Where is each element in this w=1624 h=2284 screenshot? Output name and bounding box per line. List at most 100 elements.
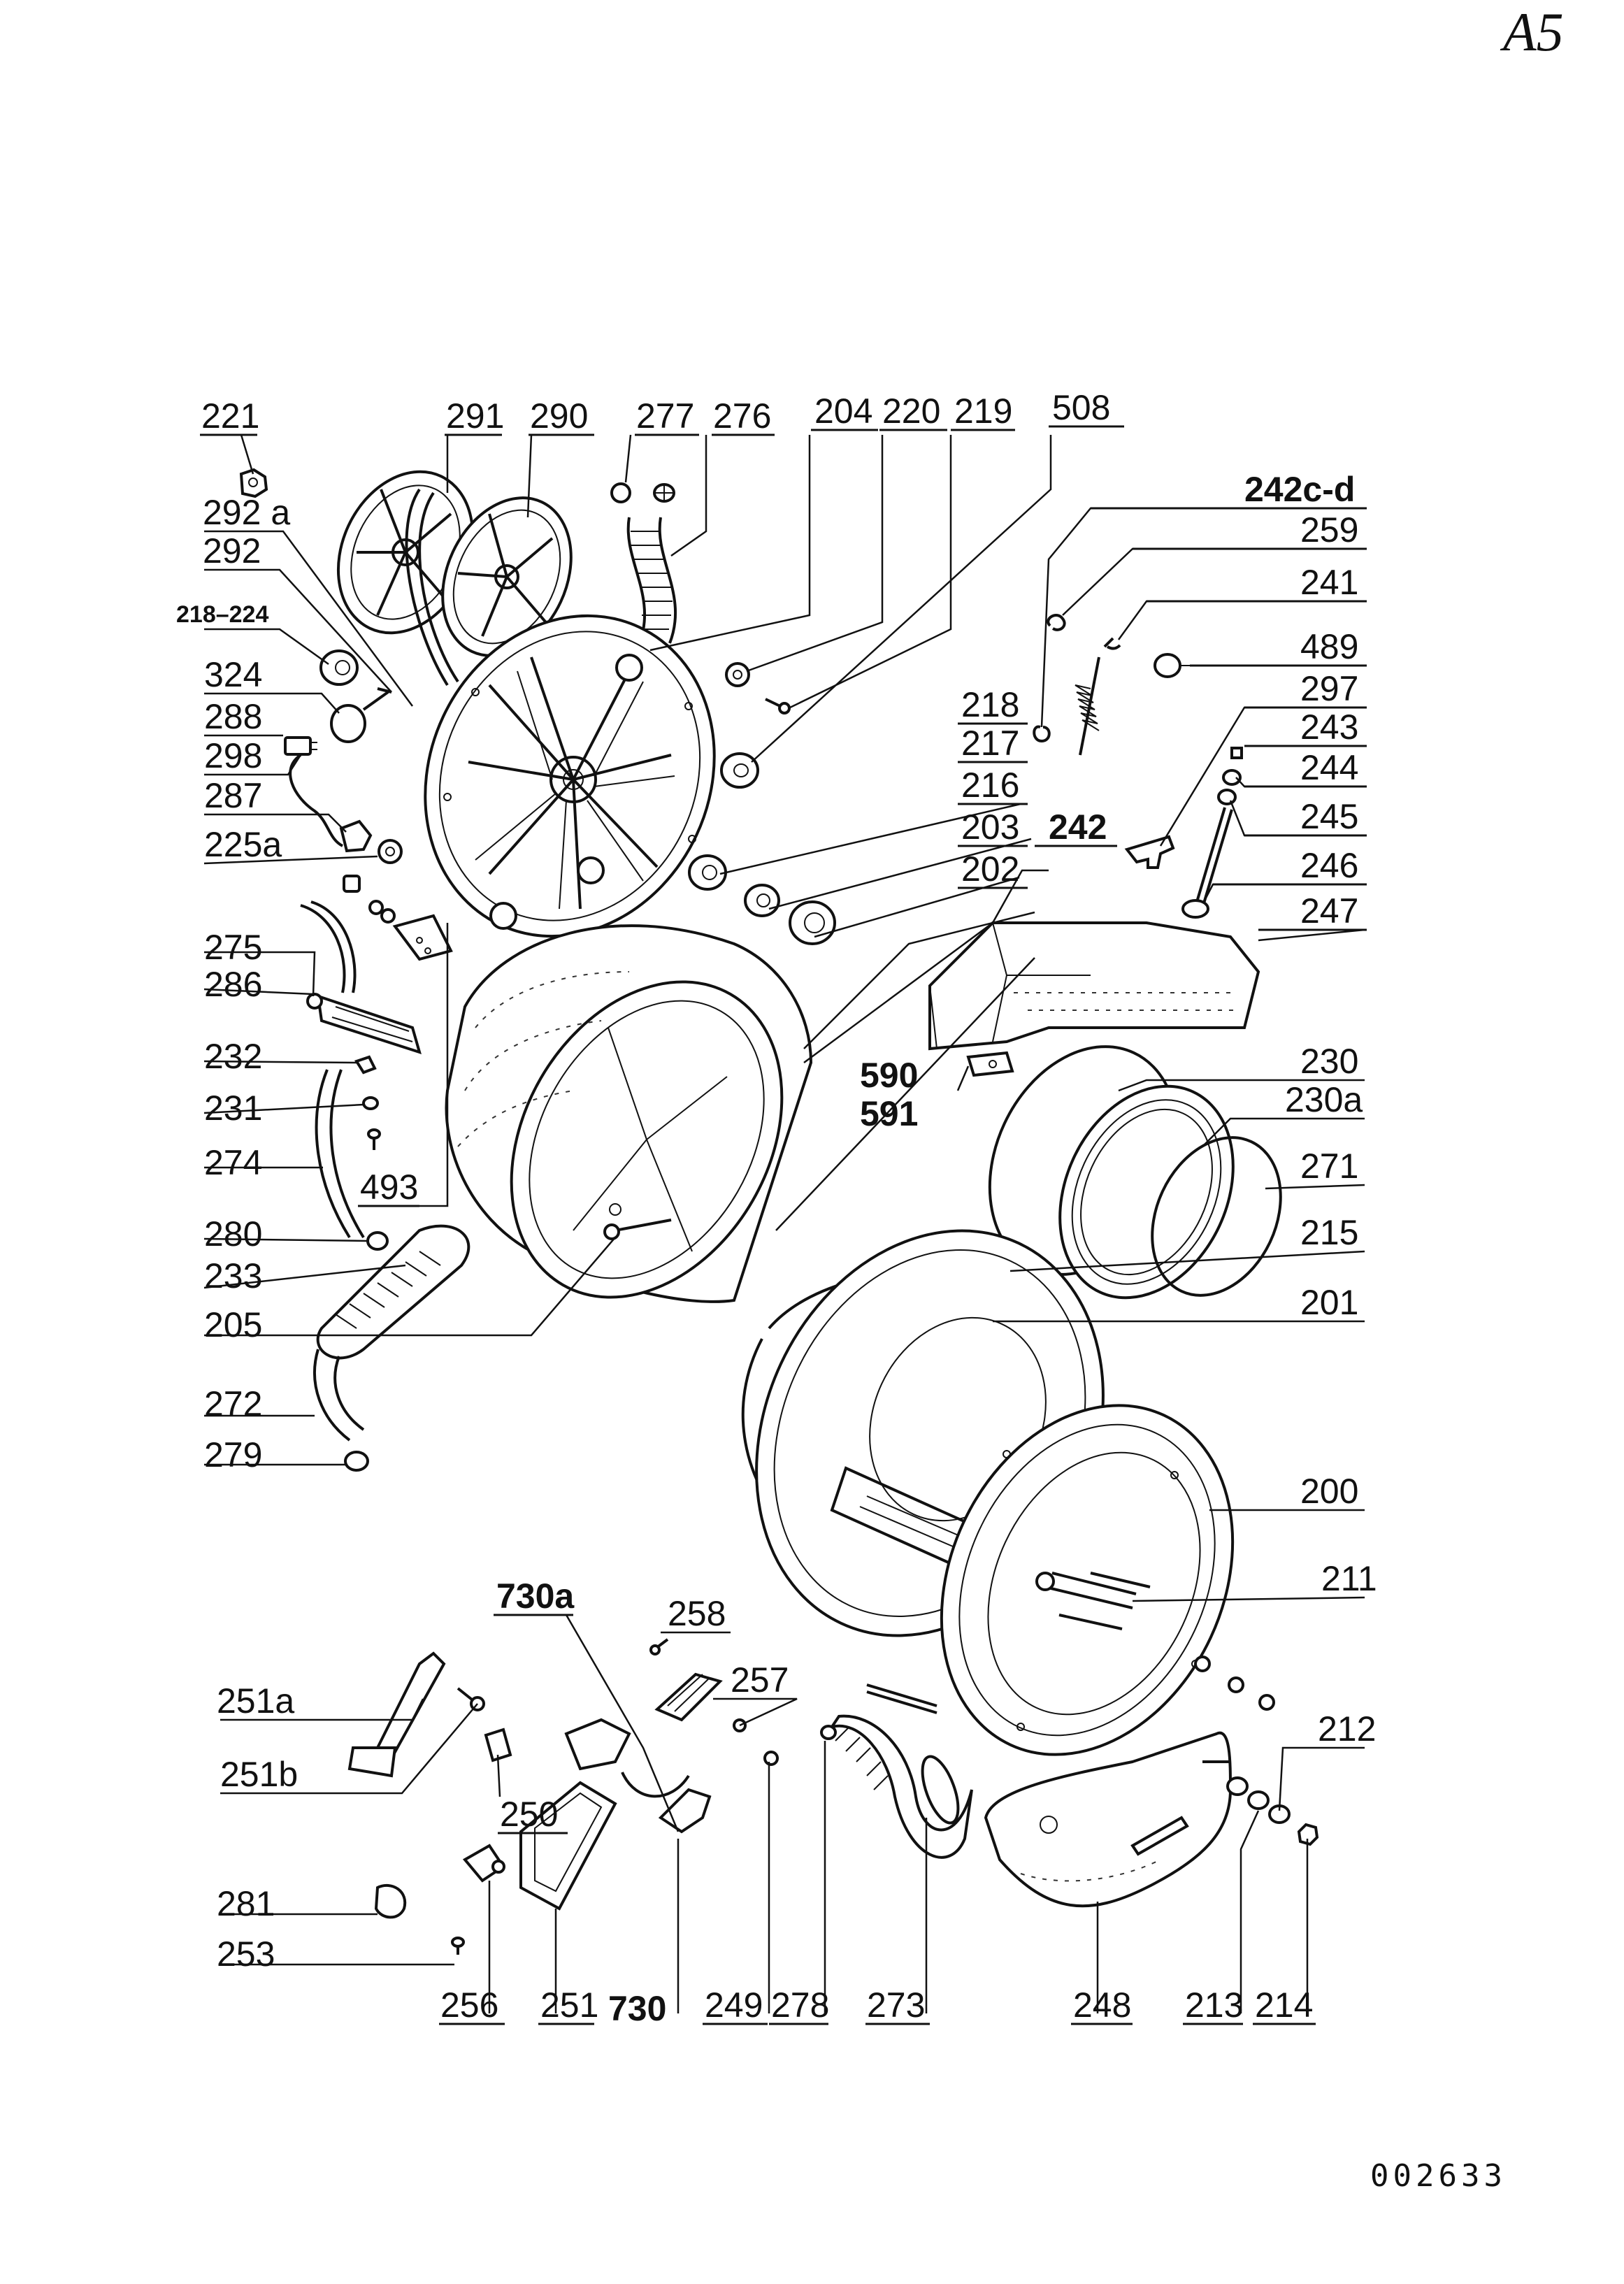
part-202-drum bbox=[445, 924, 813, 1303]
label-493: 493 bbox=[360, 1168, 418, 1207]
part-298-wire bbox=[289, 754, 344, 847]
leader-lines bbox=[203, 434, 1365, 2013]
part-211-bolts bbox=[1035, 1572, 1275, 1711]
label-251a: 251a bbox=[217, 1681, 294, 1721]
label-730: 730 bbox=[608, 1989, 666, 2028]
label-489: 489 bbox=[1300, 627, 1358, 666]
label-290: 290 bbox=[530, 396, 588, 436]
part-217-spacer bbox=[744, 884, 780, 917]
part-249-screw bbox=[763, 1751, 779, 1766]
part-204-nut bbox=[725, 662, 750, 687]
part-281-bumper bbox=[374, 1883, 407, 1919]
label-259: 259 bbox=[1300, 510, 1358, 550]
label-219: 219 bbox=[954, 392, 1012, 431]
label-274: 274 bbox=[204, 1143, 262, 1182]
label-213: 213 bbox=[1185, 1985, 1243, 2025]
part-251a-hinge-arm bbox=[347, 1651, 446, 1778]
label-288: 288 bbox=[204, 697, 262, 736]
label-273: 273 bbox=[867, 1985, 925, 2025]
part-243-244-245-washers bbox=[1217, 747, 1243, 805]
label-221: 221 bbox=[201, 396, 259, 436]
part-324-seal bbox=[330, 687, 392, 743]
label-246: 246 bbox=[1300, 846, 1358, 885]
label-275: 275 bbox=[204, 928, 262, 967]
part-251b-screw bbox=[457, 1687, 485, 1711]
part-247-counterweight bbox=[928, 921, 1260, 1051]
part-218-bearing bbox=[688, 854, 727, 891]
label-258: 258 bbox=[668, 1594, 726, 1633]
part-242-spring bbox=[1033, 656, 1100, 756]
label-324: 324 bbox=[204, 655, 262, 694]
label-256: 256 bbox=[440, 1985, 498, 2025]
label-214: 214 bbox=[1255, 1985, 1313, 2025]
label-276: 276 bbox=[713, 396, 771, 436]
label-232: 232 bbox=[204, 1037, 262, 1076]
part-292-belt bbox=[405, 488, 459, 687]
part-216-bearing bbox=[789, 900, 836, 945]
part-218-224-bearing bbox=[319, 649, 359, 686]
label-278: 278 bbox=[771, 1985, 829, 2025]
part-256-bracket bbox=[462, 1844, 505, 1883]
label-217: 217 bbox=[961, 724, 1019, 763]
label-204: 204 bbox=[814, 392, 872, 431]
label-202: 202 bbox=[961, 849, 1019, 889]
part-271-gasket-wire bbox=[1151, 1136, 1282, 1297]
part-246-damper-rod bbox=[1181, 807, 1233, 919]
label-291: 291 bbox=[446, 396, 504, 436]
label-279: 279 bbox=[204, 1435, 262, 1474]
label-280: 280 bbox=[204, 1214, 262, 1254]
label-286: 286 bbox=[204, 965, 262, 1004]
label-230: 230 bbox=[1300, 1042, 1358, 1081]
part-275-heater-seal bbox=[300, 900, 357, 993]
part-225a-nut bbox=[343, 839, 403, 893]
document-number: 002633 bbox=[1370, 2158, 1507, 2194]
label-250: 250 bbox=[500, 1795, 558, 1834]
part-489-bush bbox=[1154, 653, 1190, 678]
part-200-front-ring bbox=[940, 1404, 1235, 1756]
part-221-nut bbox=[239, 468, 268, 498]
label-251: 251 bbox=[540, 1985, 598, 2025]
callout-labels: 221 291 290 277 276 204 220 219 508 242c… bbox=[176, 388, 1377, 2028]
label-218: 218 bbox=[961, 685, 1019, 724]
label-277: 277 bbox=[636, 396, 694, 436]
label-730a: 730a bbox=[496, 1576, 575, 1616]
label-297: 297 bbox=[1300, 669, 1358, 708]
label-287: 287 bbox=[204, 776, 262, 815]
part-272-hose-elbow bbox=[313, 1349, 365, 1442]
part-253-screw bbox=[451, 1937, 465, 1955]
part-203-rear-tub-shell bbox=[424, 614, 716, 938]
part-288-sensor bbox=[284, 736, 317, 756]
parts-artwork bbox=[239, 468, 1319, 1955]
label-298: 298 bbox=[204, 736, 262, 775]
label-242c-d: 242c-d bbox=[1244, 470, 1355, 509]
label-272: 272 bbox=[204, 1384, 262, 1423]
part-273-pump-hose bbox=[828, 1683, 973, 1859]
label-590: 590 bbox=[860, 1056, 918, 1095]
label-248: 248 bbox=[1073, 1985, 1131, 2025]
part-493-bracket bbox=[368, 900, 453, 961]
label-241: 241 bbox=[1300, 563, 1358, 602]
part-276-vent-hose bbox=[626, 517, 677, 644]
label-292: 292 bbox=[203, 531, 261, 570]
part-205-valve bbox=[603, 1219, 672, 1240]
label-281: 281 bbox=[217, 1884, 275, 1923]
label-243: 243 bbox=[1300, 708, 1358, 747]
label-257: 257 bbox=[731, 1660, 789, 1700]
part-287-clamp bbox=[339, 819, 373, 853]
label-242: 242 bbox=[1049, 807, 1107, 847]
label-249: 249 bbox=[705, 1985, 763, 2025]
label-271: 271 bbox=[1300, 1147, 1358, 1186]
part-248-front-counterweight bbox=[984, 1731, 1233, 1908]
part-286-heater bbox=[306, 993, 422, 1055]
label-230a: 230a bbox=[1285, 1080, 1363, 1119]
part-277-clip bbox=[610, 482, 675, 503]
label-225a: 225a bbox=[204, 825, 282, 864]
label-231: 231 bbox=[204, 1089, 262, 1128]
label-201: 201 bbox=[1300, 1283, 1358, 1322]
label-251b: 251b bbox=[220, 1755, 298, 1794]
part-241-hook bbox=[1103, 637, 1121, 650]
part-590-591-plate bbox=[966, 1051, 1014, 1077]
label-212: 212 bbox=[1318, 1709, 1376, 1748]
part-230a-door-ring bbox=[1058, 1084, 1235, 1300]
